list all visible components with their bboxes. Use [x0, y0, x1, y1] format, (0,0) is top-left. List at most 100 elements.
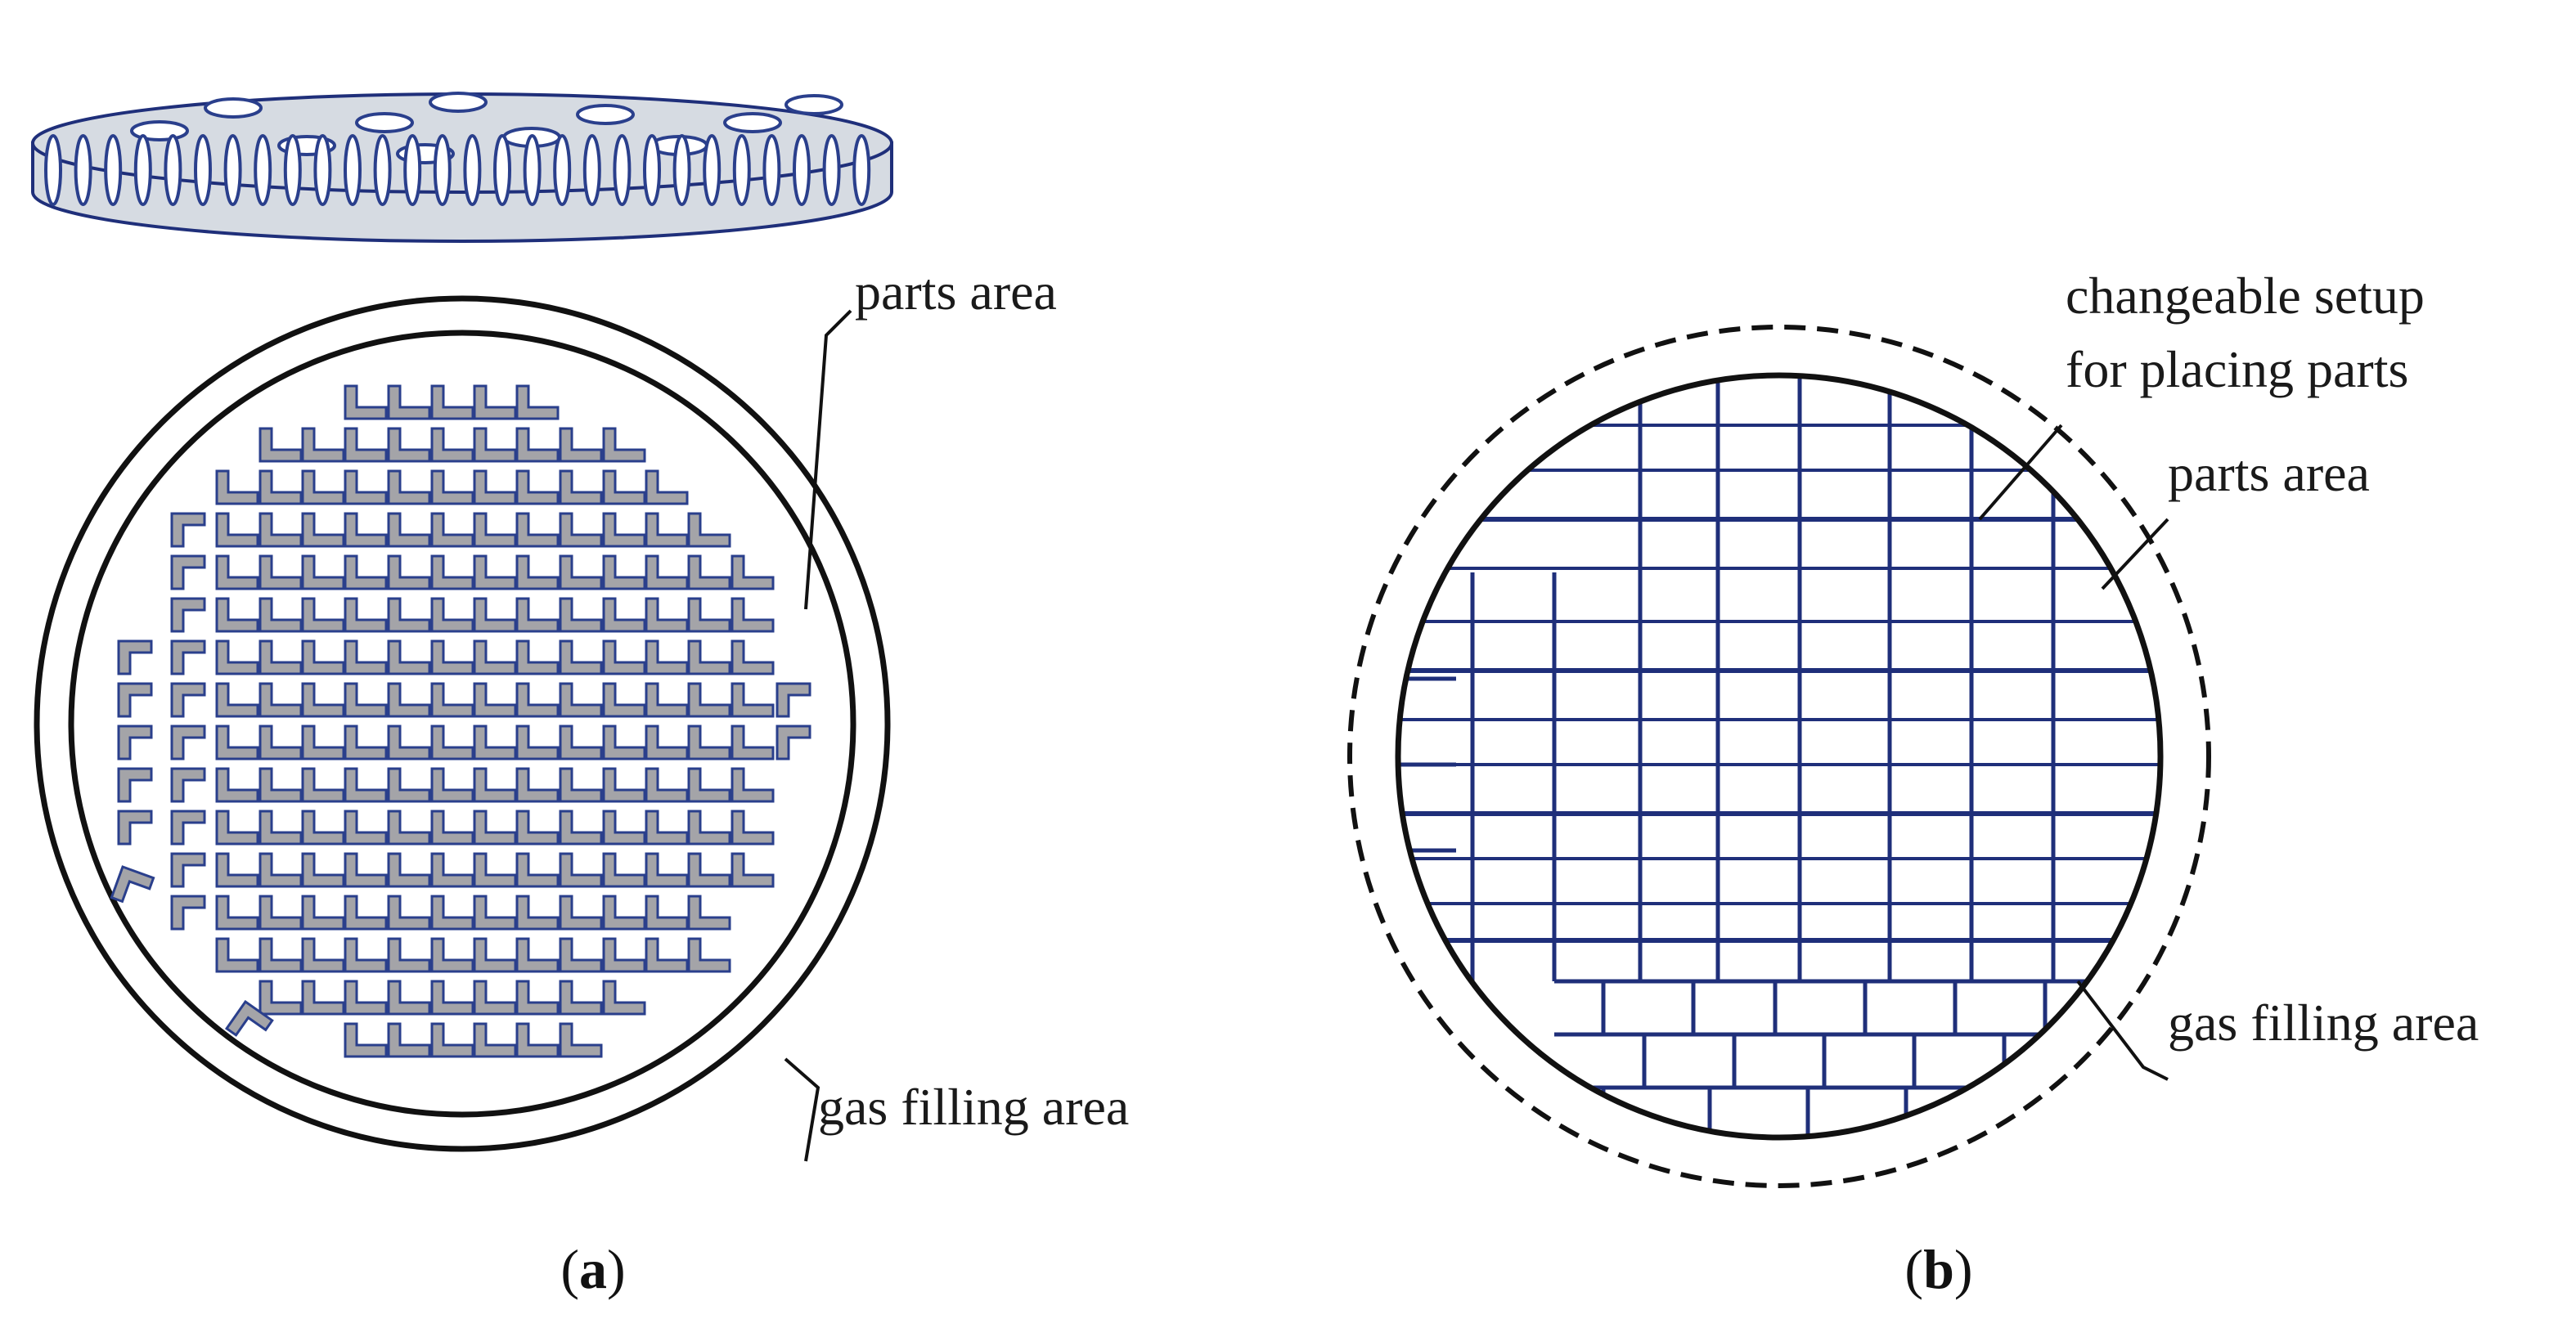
l-bracket-part: [301, 852, 345, 888]
l-bracket-part: [645, 682, 689, 718]
l-bracket-part: [170, 767, 206, 803]
l-bracket-part: [224, 999, 274, 1037]
leader-parts-area-a: [804, 309, 852, 610]
l-bracket-part: [559, 597, 603, 633]
l-bracket-part: [687, 554, 731, 590]
l-bracket-part: [687, 937, 731, 973]
l-bracket-part: [473, 980, 517, 1016]
inner-ring-b: [1395, 372, 2164, 1141]
l-bracket-part: [344, 937, 388, 973]
tray-slot: [254, 134, 272, 206]
l-bracket-part: [387, 980, 431, 1016]
l-bracket-part: [645, 725, 689, 760]
l-bracket-part: [301, 639, 345, 675]
l-bracket-part: [170, 852, 206, 888]
tray-slot: [313, 134, 332, 206]
l-bracket-part: [430, 810, 474, 846]
l-bracket-part: [170, 682, 206, 718]
l-bracket-part: [473, 682, 517, 718]
label-changeable-setup-line2: for placing parts: [2066, 340, 2408, 398]
tray-slot: [433, 134, 452, 206]
tray-hole: [576, 104, 635, 125]
parts-layout-a: [110, 384, 811, 1058]
leader-setup-b: [1978, 424, 2063, 521]
l-bracket-part: [301, 597, 345, 633]
l-bracket-part: [515, 810, 560, 846]
l-bracket-part: [301, 937, 345, 973]
l-bracket-part: [258, 512, 303, 548]
l-bracket-part: [645, 767, 689, 803]
tray-slot: [582, 134, 601, 206]
l-bracket-part: [602, 852, 646, 888]
l-bracket-part: [387, 852, 431, 888]
l-bracket-part: [430, 682, 474, 718]
l-bracket-part: [258, 767, 303, 803]
l-bracket-part: [430, 639, 474, 675]
tray-slot: [703, 134, 722, 206]
l-bracket-part: [387, 384, 431, 420]
l-bracket-part: [430, 597, 474, 633]
l-bracket-part: [258, 554, 303, 590]
l-bracket-part: [258, 852, 303, 888]
l-bracket-part: [258, 597, 303, 633]
l-bracket-part: [387, 597, 431, 633]
panel-b: changeable setup for placing parts parts…: [1347, 267, 2479, 1300]
l-bracket-part: [117, 639, 153, 675]
l-bracket-part: [215, 639, 259, 675]
l-bracket-part: [559, 937, 603, 973]
l-bracket-part: [515, 682, 560, 718]
l-bracket-part: [344, 427, 388, 463]
l-bracket-part: [344, 597, 388, 633]
l-bracket-part: [301, 512, 345, 548]
label-gas-filling-area-b: gas filling area: [2168, 994, 2479, 1052]
l-bracket-part: [775, 725, 811, 760]
l-bracket-part: [645, 639, 689, 675]
l-bracket-part: [301, 554, 345, 590]
l-bracket-part: [301, 980, 345, 1016]
l-bracket-part: [731, 852, 775, 888]
l-bracket-part: [301, 767, 345, 803]
l-bracket-part: [170, 639, 206, 675]
l-bracket-part: [387, 1022, 431, 1058]
tray-slot: [223, 134, 242, 206]
l-bracket-part: [559, 554, 603, 590]
tray-slot: [732, 134, 751, 206]
l-bracket-part: [344, 554, 388, 590]
l-bracket-part: [301, 469, 345, 505]
tray-slot: [344, 134, 362, 206]
l-bracket-part: [301, 895, 345, 931]
l-bracket-part: [430, 980, 474, 1016]
label-parts-area-b: parts area: [2168, 444, 2370, 502]
l-bracket-part: [344, 767, 388, 803]
l-bracket-part: [645, 469, 689, 505]
l-bracket-part: [687, 639, 731, 675]
l-bracket-part: [430, 469, 474, 505]
l-bracket-part: [515, 512, 560, 548]
l-bracket-part: [473, 810, 517, 846]
tray-hole: [723, 112, 782, 133]
l-bracket-part: [387, 554, 431, 590]
l-bracket-part: [344, 469, 388, 505]
l-bracket-part: [645, 895, 689, 931]
l-bracket-part: [602, 554, 646, 590]
l-bracket-part: [645, 937, 689, 973]
l-bracket-part: [515, 937, 560, 973]
l-bracket-part: [559, 512, 603, 548]
l-bracket-part: [117, 682, 153, 718]
l-bracket-part: [559, 852, 603, 888]
l-bracket-part: [645, 512, 689, 548]
l-bracket-part: [687, 682, 731, 718]
tray-slot: [493, 134, 511, 206]
tray-slot: [104, 134, 123, 206]
leader-parts-area-b: [2101, 518, 2169, 590]
l-bracket-part: [473, 554, 517, 590]
l-bracket-part: [473, 512, 517, 548]
l-bracket-part: [473, 384, 517, 420]
l-bracket-part: [344, 682, 388, 718]
tray-slot: [194, 134, 212, 206]
l-bracket-part: [473, 895, 517, 931]
l-bracket-part: [344, 1022, 388, 1058]
l-bracket-part: [559, 895, 603, 931]
l-bracket-part: [731, 597, 775, 633]
l-bracket-part: [515, 1022, 560, 1058]
